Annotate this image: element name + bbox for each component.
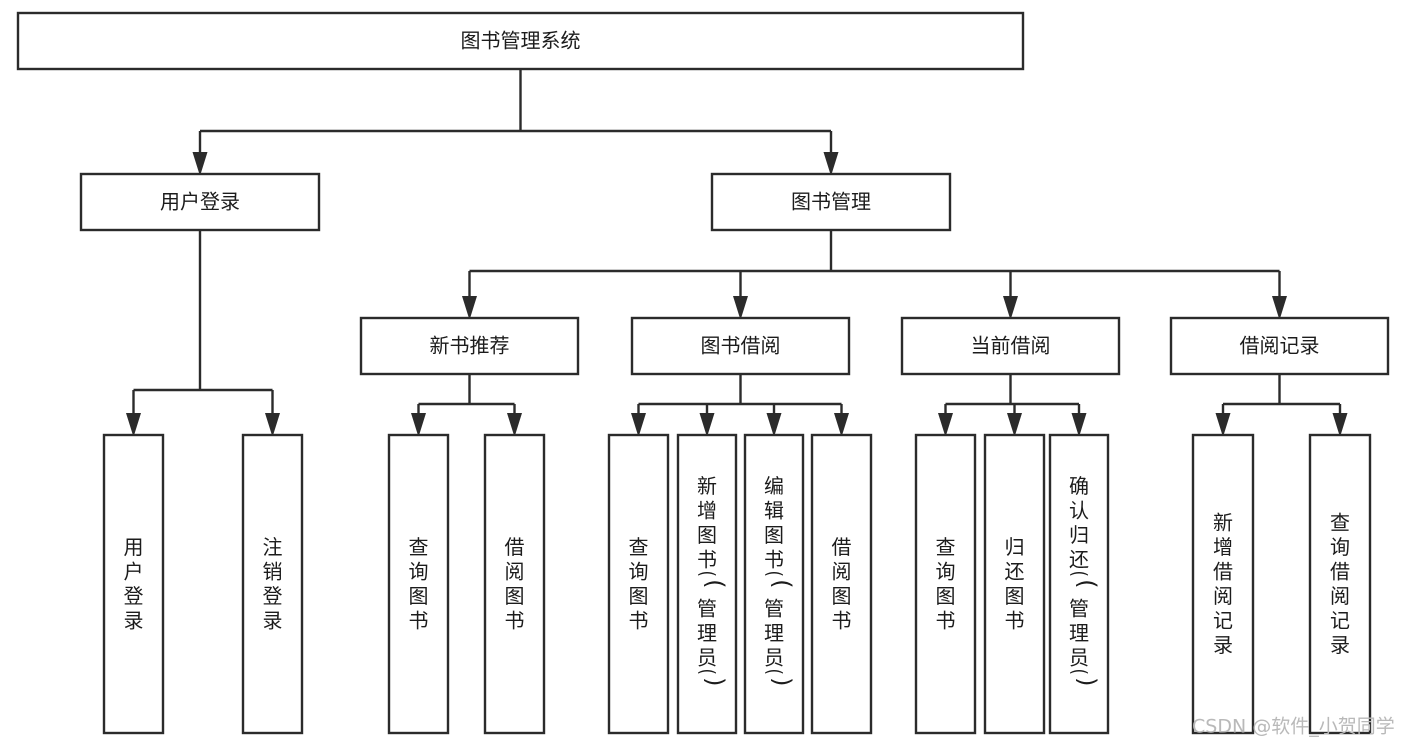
connector-group-book-borrow-children: [631, 374, 849, 437]
node-label: 当前借阅: [971, 334, 1051, 358]
node-box[interactable]: [1191, 433, 1255, 735]
node-box[interactable]: [359, 316, 580, 376]
node-box[interactable]: [630, 316, 851, 376]
node-label-paren: ): [1073, 677, 1101, 686]
connector-group-borrow-record-children: [1215, 374, 1348, 437]
connector-group-root-children: [192, 69, 839, 176]
node-leaf-query-book-b[interactable]: 查询图书: [607, 433, 670, 735]
connector-group-current-borrow-children: [938, 374, 1087, 437]
node-box[interactable]: [102, 433, 165, 735]
node-box[interactable]: [483, 433, 546, 735]
node-borrow-record[interactable]: 借阅记录: [1169, 316, 1390, 376]
csdn-watermark: CSDN @软件_小贺同学: [1192, 716, 1395, 738]
node-box[interactable]: [16, 11, 1025, 71]
node-leaf-query-book-c[interactable]: 查询图书: [914, 433, 977, 735]
node-label-paren: (: [768, 579, 796, 588]
node-box[interactable]: [710, 172, 952, 232]
node-label: 归还图书: [1005, 535, 1025, 633]
node-leaf-borrow-book-b[interactable]: 借阅图书: [810, 433, 873, 735]
node-label: 确认归还⁀管理员⁀: [1067, 474, 1091, 694]
arrow-head-icon: [462, 296, 477, 320]
node-label: 借阅记录: [1240, 334, 1320, 358]
node-label: 图书管理: [791, 190, 871, 214]
node-label-paren: (: [1073, 579, 1101, 588]
node-box[interactable]: [607, 433, 670, 735]
arrow-head-icon: [126, 413, 141, 437]
node-box[interactable]: [900, 316, 1121, 376]
node-new-book-rec[interactable]: 新书推荐: [359, 316, 580, 376]
node-label: 借阅图书: [832, 535, 852, 633]
node-leaf-borrow-book-a[interactable]: 借阅图书: [483, 433, 546, 735]
node-box[interactable]: [241, 433, 304, 735]
connector-group-book-manage-children: [462, 230, 1287, 320]
node-leaf-query-record[interactable]: 查询借阅记录: [1308, 433, 1372, 735]
arrow-head-icon: [823, 152, 839, 176]
node-box[interactable]: [983, 433, 1046, 735]
edges-layer: [126, 69, 1348, 437]
node-label: 新书推荐: [430, 334, 510, 358]
node-label: 新增借阅记录: [1213, 511, 1233, 658]
node-box[interactable]: [387, 433, 450, 735]
arrow-head-icon: [192, 152, 208, 176]
arrow-head-icon: [265, 413, 280, 437]
node-label-paren: (: [701, 579, 729, 588]
node-leaf-return-book[interactable]: 归还图书: [983, 433, 1046, 735]
arrow-head-icon: [1007, 413, 1022, 437]
node-leaf-add-book[interactable]: 新增图书⁀管理员⁀(): [676, 433, 738, 735]
node-box[interactable]: [914, 433, 977, 735]
node-label: 图书借阅: [701, 334, 781, 358]
arrow-head-icon: [631, 413, 646, 437]
node-label: 用户登录: [124, 535, 144, 633]
node-label: 图书管理系统: [461, 29, 581, 53]
node-label-paren: ): [768, 677, 796, 686]
node-leaf-user-logout[interactable]: 注销登录: [241, 433, 304, 735]
arrow-head-icon: [1272, 296, 1287, 320]
node-current-borrow[interactable]: 当前借阅: [900, 316, 1121, 376]
node-leaf-confirm-return[interactable]: 确认归还⁀管理员⁀(): [1048, 433, 1110, 735]
arrow-head-icon: [1332, 413, 1348, 437]
node-leaf-add-record[interactable]: 新增借阅记录: [1191, 433, 1255, 735]
arrow-head-icon: [699, 413, 715, 437]
node-box[interactable]: [676, 433, 738, 735]
arrow-head-icon: [411, 413, 426, 437]
node-label: 借阅图书: [505, 535, 525, 633]
node-label-paren: ): [701, 677, 729, 686]
nodes-layer: 图书管理系统用户登录图书管理新书推荐图书借阅当前借阅借阅记录用户登录注销登录查询…: [16, 11, 1390, 735]
node-label: 编辑图书⁀管理员⁀: [762, 474, 786, 694]
arrow-head-icon: [507, 413, 522, 437]
node-leaf-user-login[interactable]: 用户登录: [102, 433, 165, 735]
arrow-head-icon: [938, 413, 953, 437]
node-box[interactable]: [810, 433, 873, 735]
arrow-head-icon: [1071, 413, 1087, 437]
node-label: 查询借阅记录: [1330, 511, 1350, 658]
node-box[interactable]: [1308, 433, 1372, 735]
arrow-head-icon: [766, 413, 782, 437]
node-label: 查询图书: [936, 535, 956, 633]
arrow-head-icon: [834, 413, 849, 437]
arrow-head-icon: [733, 296, 748, 320]
node-box[interactable]: [743, 433, 805, 735]
node-label: 注销登录: [263, 535, 283, 633]
connector-group-new-book-rec-children: [411, 374, 522, 437]
node-user-login[interactable]: 用户登录: [79, 172, 321, 232]
node-leaf-edit-book[interactable]: 编辑图书⁀管理员⁀(): [743, 433, 805, 735]
node-book-manage[interactable]: 图书管理: [710, 172, 952, 232]
node-label: 查询图书: [409, 535, 429, 633]
node-label: 新增图书⁀管理员⁀: [695, 474, 719, 694]
arrow-head-icon: [1003, 296, 1018, 320]
node-box[interactable]: [79, 172, 321, 232]
node-book-borrow[interactable]: 图书借阅: [630, 316, 851, 376]
node-label: 用户登录: [160, 190, 240, 214]
node-box[interactable]: [1169, 316, 1390, 376]
node-box[interactable]: [1048, 433, 1110, 735]
node-label: 查询图书: [629, 535, 649, 633]
node-leaf-query-book-a[interactable]: 查询图书: [387, 433, 450, 735]
node-root[interactable]: 图书管理系统: [16, 11, 1025, 71]
arrow-head-icon: [1215, 413, 1231, 437]
connector-group-user-login-children: [126, 230, 280, 437]
